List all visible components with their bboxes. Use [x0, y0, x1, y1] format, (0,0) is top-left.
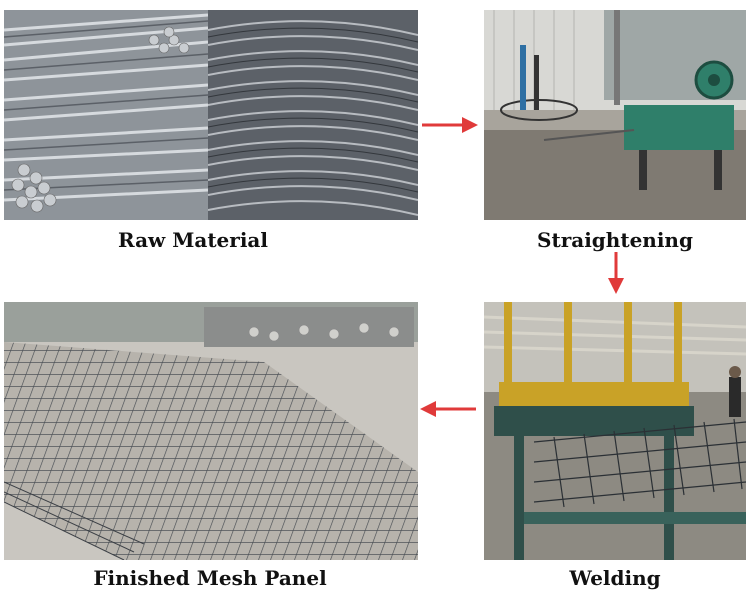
wire-coil-photo — [208, 10, 418, 220]
welding-machine-photo — [484, 302, 746, 560]
finished-mesh-panel-photo — [4, 302, 418, 560]
caption-finished-mesh-panel: Finished Mesh Panel — [93, 566, 327, 590]
caption-straightening: Straightening — [537, 228, 693, 252]
arrow-right-icon — [420, 114, 480, 136]
caption-raw-material: Raw Material — [118, 228, 268, 252]
rebar-bundle-photo — [4, 10, 208, 220]
straightening-machine-photo — [484, 10, 746, 220]
caption-welding: Welding — [569, 566, 661, 590]
arrow-left-icon — [420, 398, 478, 420]
arrow-down-icon — [605, 250, 627, 296]
